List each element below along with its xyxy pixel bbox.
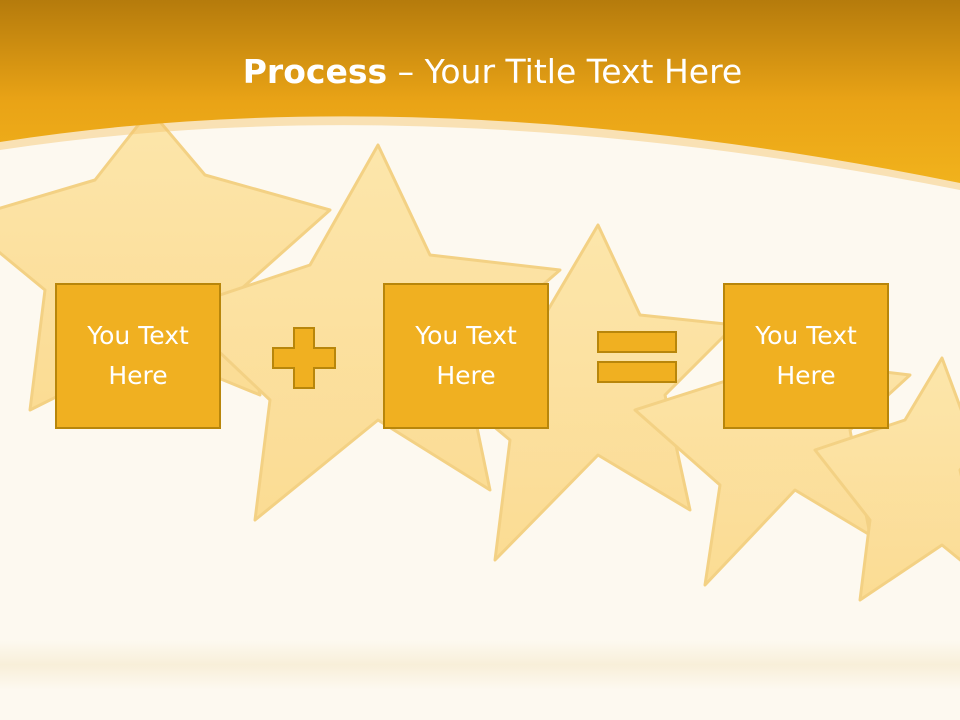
star-shape-5 bbox=[813, 356, 960, 602]
floor-band bbox=[0, 640, 960, 690]
title-bold: Process bbox=[242, 52, 388, 91]
text-box-2-label: You Text Here bbox=[415, 321, 517, 390]
text-box-1-label: You Text Here bbox=[87, 321, 189, 390]
header-band bbox=[0, 0, 960, 183]
text-box-2[interactable]: You Text Here bbox=[383, 283, 549, 429]
plus-icon bbox=[272, 327, 336, 389]
slide-title: Process – Your Title Text Here bbox=[0, 52, 960, 91]
title-rest: – Your Title Text Here bbox=[387, 52, 743, 91]
text-box-3[interactable]: You Text Here bbox=[723, 283, 889, 429]
equals-icon bbox=[597, 331, 677, 383]
text-box-3-label: You Text Here bbox=[755, 321, 857, 390]
text-box-1[interactable]: You Text Here bbox=[55, 283, 221, 429]
